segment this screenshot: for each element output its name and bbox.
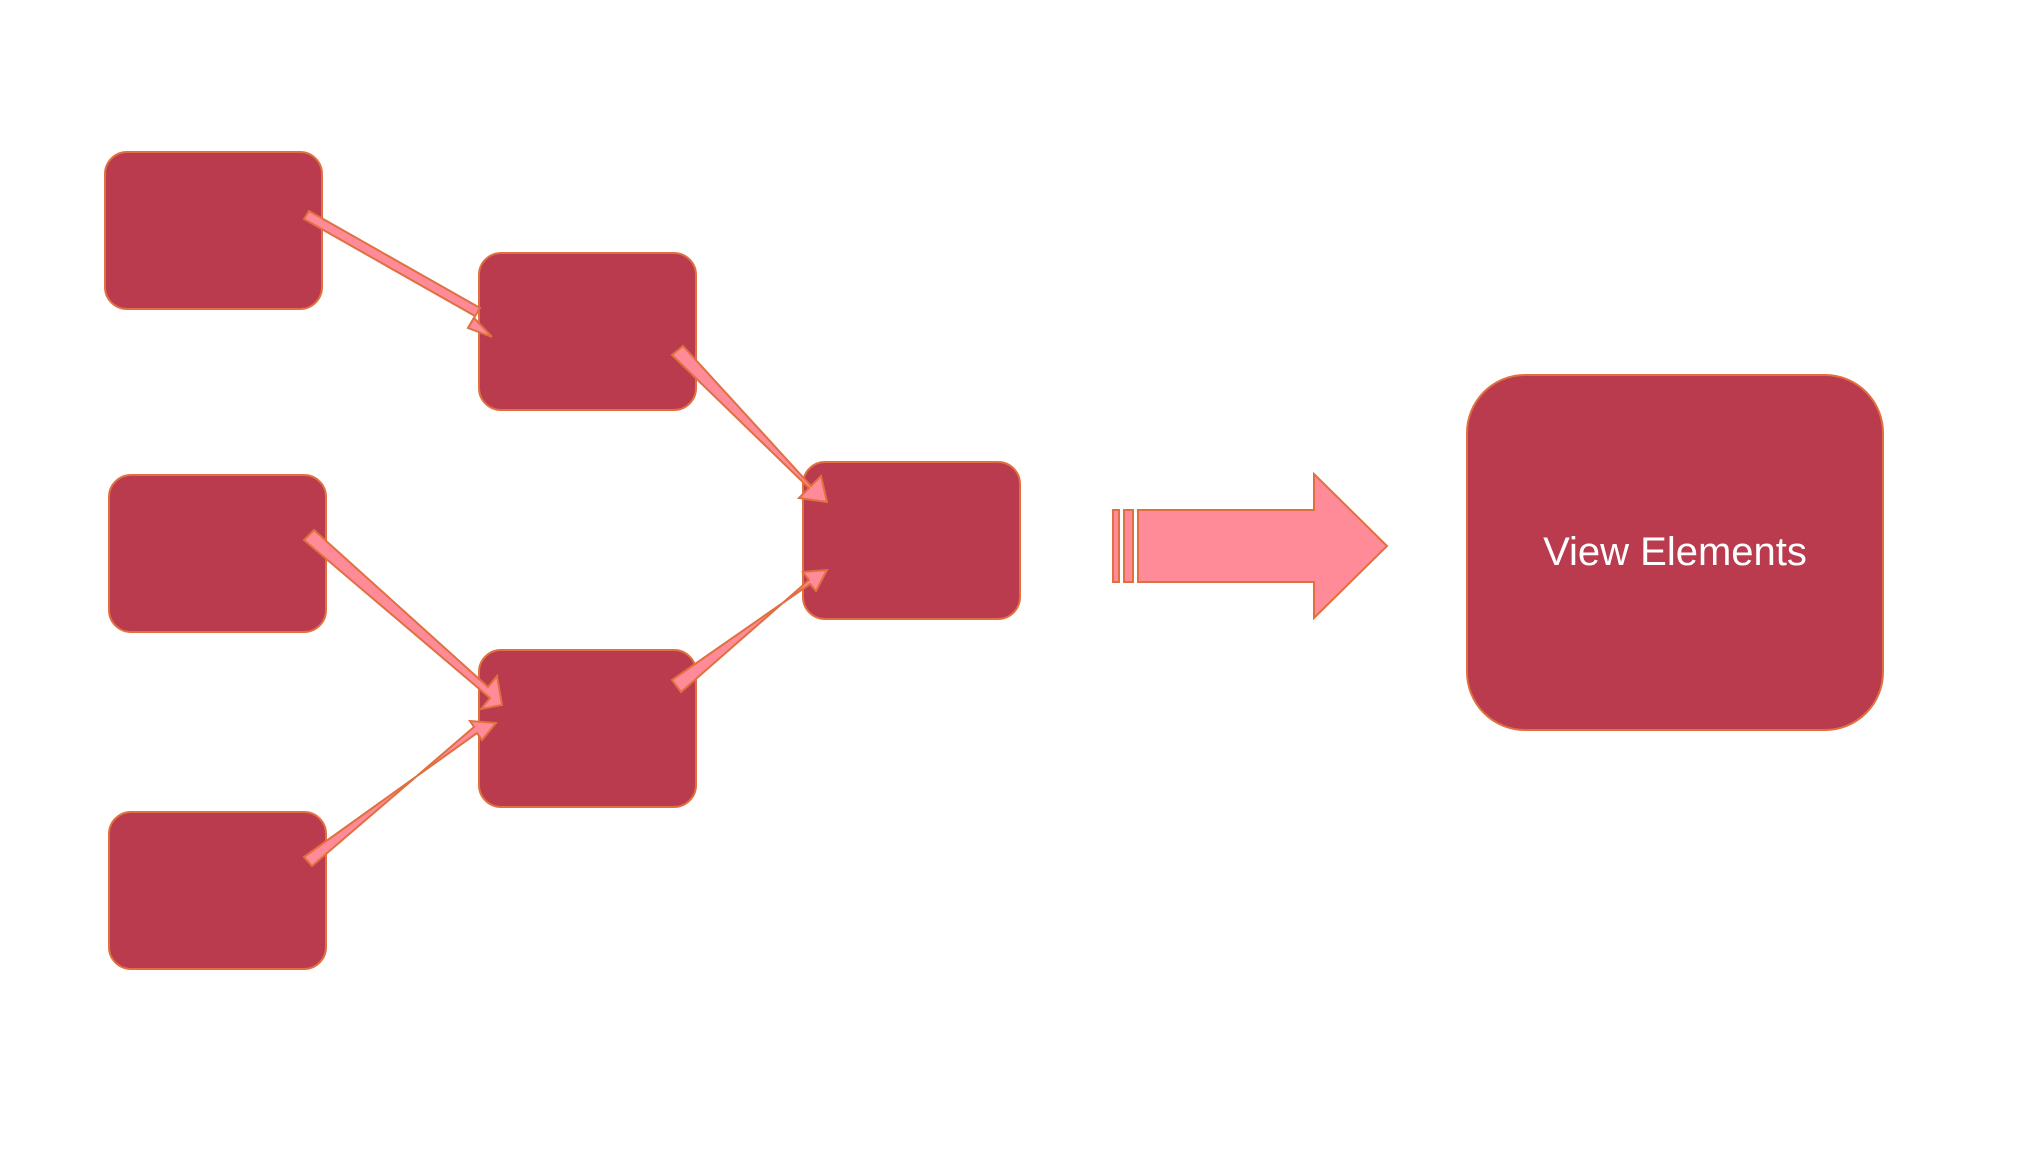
box-source-top (104, 151, 323, 310)
arrow-merge-lower-to-combined (670, 568, 829, 694)
box-source-middle (108, 474, 327, 633)
arrow-bottom-to-merge-lower (302, 719, 498, 868)
arrow-top-to-merge-upper (302, 209, 493, 338)
box-merge-lower (478, 649, 697, 808)
big-arrow-stripe-2 (1123, 509, 1134, 583)
arrow-middle-to-merge-lower (302, 528, 504, 711)
box-view-elements (1466, 374, 1884, 731)
box-combined (802, 461, 1021, 620)
box-source-bottom (108, 811, 327, 970)
big-arrow-stripe-1 (1112, 509, 1120, 583)
big-arrow-body (1137, 471, 1389, 621)
box-merge-upper (478, 252, 697, 411)
arrow-merge-upper-to-combined (670, 344, 829, 504)
view-elements-label: View Elements (1543, 530, 1807, 574)
big-arrow (1112, 471, 1389, 621)
